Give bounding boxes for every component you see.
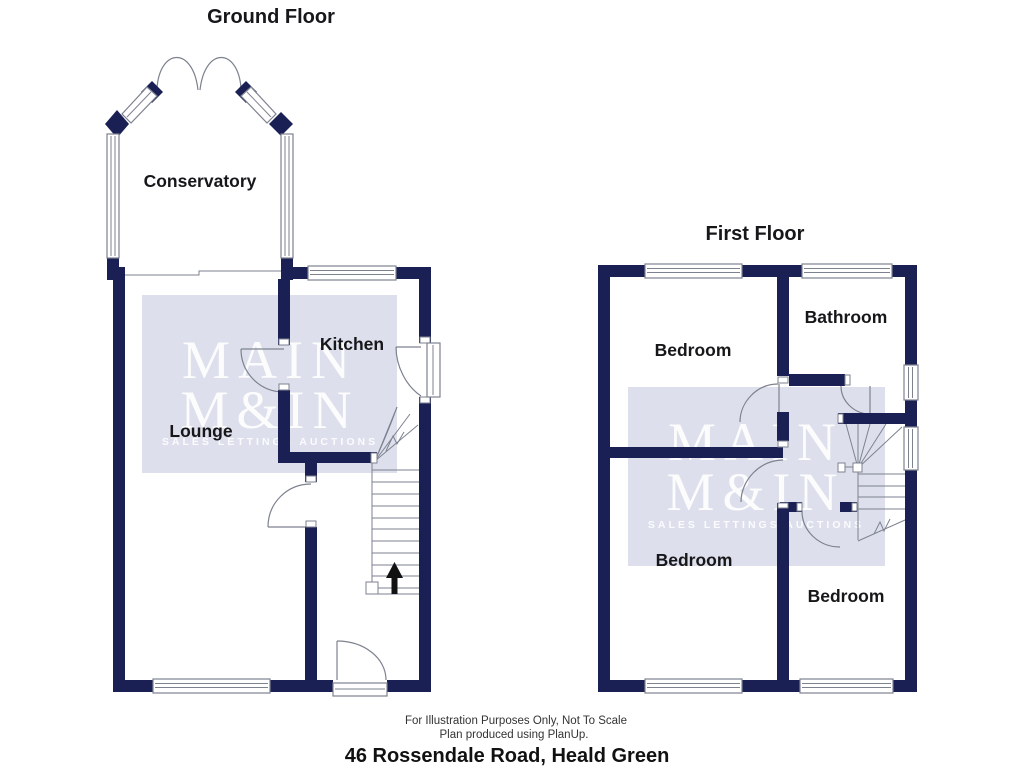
kitchen-door-arc xyxy=(240,348,285,393)
window xyxy=(903,364,919,401)
bedroom-door-arc xyxy=(739,383,779,423)
bedroom-door-arc xyxy=(740,459,784,503)
property-address: 46 Rossendale Road, Heald Green xyxy=(345,745,670,767)
window xyxy=(152,678,271,694)
ff-windows xyxy=(644,263,919,694)
window xyxy=(106,133,120,259)
ff-stairs xyxy=(837,423,906,542)
disclaimer-line-1: For Illustration Purposes Only, Not To S… xyxy=(405,715,627,727)
room-label-bathroom: Bathroom xyxy=(805,307,888,327)
window xyxy=(801,263,893,279)
first-floor-title: First Floor xyxy=(706,223,805,245)
gf-windows xyxy=(106,86,441,697)
room-label-bedroom-top: Bedroom xyxy=(655,340,732,360)
gf-wall-caps xyxy=(278,336,431,528)
window xyxy=(799,678,894,694)
window xyxy=(240,86,277,124)
stair-newel-post xyxy=(365,581,379,595)
watermark-text-main2: M&IN xyxy=(667,462,846,522)
hall-door-arc xyxy=(267,483,312,528)
watermark-text-main: MAIN xyxy=(182,330,358,390)
back-door-arc xyxy=(395,346,422,397)
room-label-bedroom-bottom-left: Bedroom xyxy=(656,550,733,570)
window xyxy=(280,133,294,259)
bedroom-door-arc xyxy=(801,510,841,548)
disclaimer-line-2: Plan produced using PlanUp. xyxy=(440,729,589,741)
room-label-bedroom-bottom-right: Bedroom xyxy=(808,586,885,606)
stair-newel-post xyxy=(852,462,863,473)
watermark-tagline: SALES LETTINGS AUCTIONS xyxy=(162,436,378,448)
ground-floor-watermark: MAIN M&IN SALES LETTINGS AUCTIONS xyxy=(142,295,397,473)
window xyxy=(644,263,743,279)
stair-break-zigzag xyxy=(873,518,891,535)
threshold-line xyxy=(122,270,281,276)
stair-treads xyxy=(858,473,905,510)
ground-floor-title: Ground Floor xyxy=(207,6,335,28)
room-label-kitchen: Kitchen xyxy=(320,334,384,354)
window xyxy=(903,426,919,471)
watermark-panel xyxy=(142,295,397,473)
watermark-text-main2: M&IN xyxy=(181,380,360,440)
watermark-tagline: SALES LETTINGS AUCTIONS xyxy=(648,519,864,531)
stair-break-line xyxy=(857,519,906,542)
window xyxy=(644,678,743,694)
front-door-arc xyxy=(336,640,387,681)
stair-newel-post xyxy=(837,462,846,473)
gf-walls xyxy=(105,81,431,692)
gf-door-swings xyxy=(122,57,422,681)
ff-wall-caps xyxy=(777,374,858,512)
window xyxy=(307,265,397,281)
room-label-lounge: Lounge xyxy=(169,421,232,441)
french-door-left-arc xyxy=(156,57,199,91)
french-door-right-arc xyxy=(199,57,242,91)
stair-up-arrow-icon xyxy=(386,562,403,594)
room-label-conservatory: Conservatory xyxy=(144,171,257,191)
window xyxy=(121,86,158,124)
ff-walls xyxy=(598,265,917,692)
watermark-text-main: MAIN xyxy=(668,412,844,472)
stair-break-zigzag xyxy=(385,431,405,452)
stair-winder-fan xyxy=(845,423,903,469)
